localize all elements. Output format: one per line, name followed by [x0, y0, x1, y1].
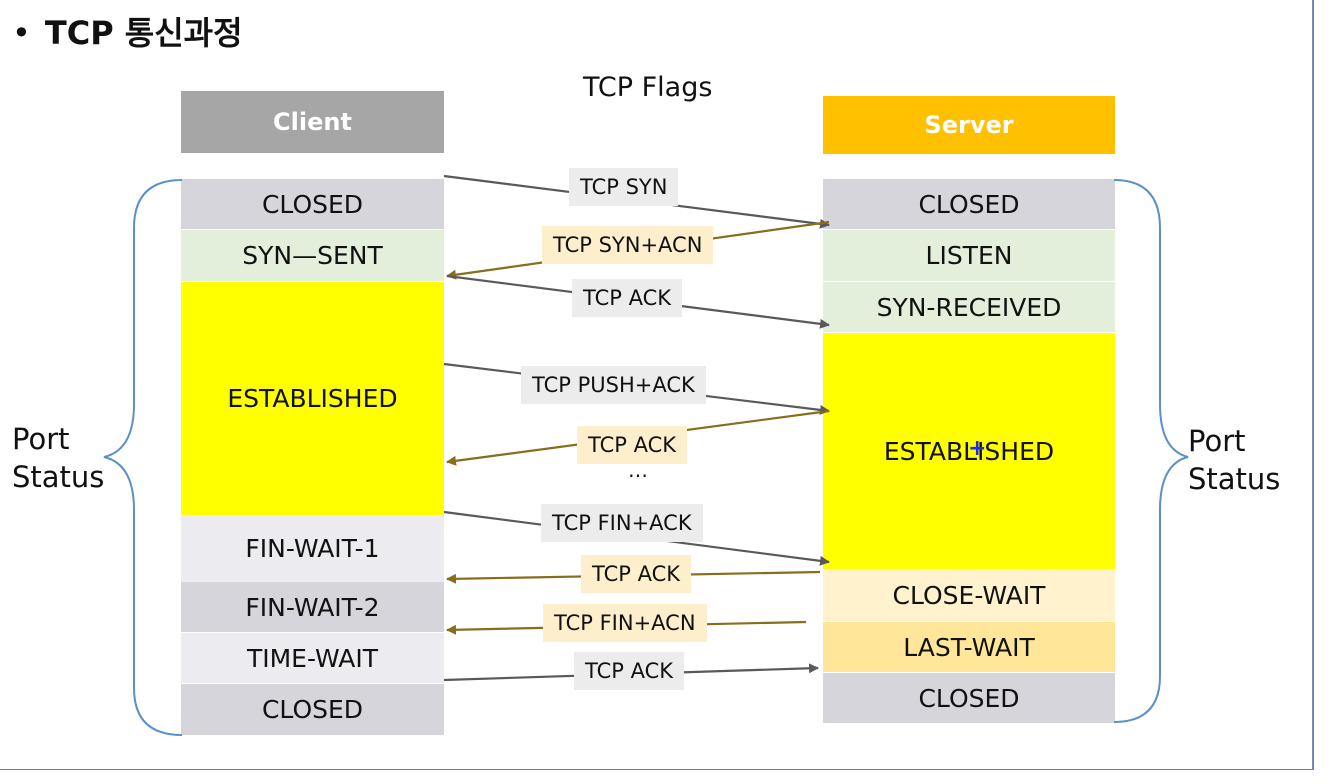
left-brace [103, 179, 183, 736]
flag-tcp-ack-1: TCP ACK [572, 279, 683, 317]
server-state-closed-final: CLOSED [823, 673, 1115, 723]
flag-tcp-fin-ack: TCP FIN+ACK [541, 504, 703, 542]
server-state-listen: LISTEN [823, 230, 1115, 281]
flag-tcp-syn-acn: TCP SYN+ACN [542, 226, 714, 264]
port-status-right: Port Status [1188, 424, 1281, 496]
tcp-flags-label: TCP Flags [583, 72, 713, 103]
client-state-fin-wait-1: FIN-WAIT-1 [181, 515, 444, 582]
client-state-closed-final: CLOSED [181, 684, 444, 735]
ellipsis: … [628, 458, 648, 482]
flag-tcp-ack-4: TCP ACK [574, 652, 685, 690]
client-state-syn-sent: SYN—SENT [181, 230, 444, 281]
server-state-column: CLOSED LISTEN SYN-RECEIVED ESTABLISHED C… [823, 179, 1115, 723]
right-brace [1113, 179, 1189, 723]
flag-tcp-fin-acn: TCP FIN+ACN [543, 604, 707, 642]
client-header: Client [181, 91, 444, 153]
slide-title: • TCP 통신과정 [12, 8, 243, 54]
port-status-left: Port Status [12, 422, 105, 494]
title-text: TCP 통신과정 [44, 14, 243, 52]
server-state-closed: CLOSED [823, 179, 1115, 229]
server-state-close-wait: CLOSE-WAIT [823, 569, 1115, 621]
server-state-established: ESTABLISHED [823, 333, 1115, 569]
flag-tcp-push-ack: TCP PUSH+ACK [521, 366, 706, 404]
flag-tcp-syn: TCP SYN [569, 168, 679, 206]
crosshair-cursor-icon: + [968, 436, 987, 461]
flag-tcp-ack-2: TCP ACK [577, 426, 688, 464]
server-state-syn-received: SYN-RECEIVED [823, 282, 1115, 332]
title-bullet: • [12, 14, 31, 52]
slide-edge [1312, 0, 1313, 770]
client-state-fin-wait-2: FIN-WAIT-2 [181, 582, 444, 632]
server-header: Server [823, 96, 1115, 154]
slide-frame [0, 0, 1314, 770]
client-state-closed: CLOSED [181, 179, 444, 229]
flag-tcp-ack-3: TCP ACK [581, 555, 692, 593]
client-state-established: ESTABLISHED [181, 282, 444, 515]
client-state-column: CLOSED SYN—SENT ESTABLISHED FIN-WAIT-1 F… [181, 179, 444, 735]
server-state-last-wait: LAST-WAIT [823, 622, 1115, 672]
client-state-time-wait: TIME-WAIT [181, 633, 444, 683]
